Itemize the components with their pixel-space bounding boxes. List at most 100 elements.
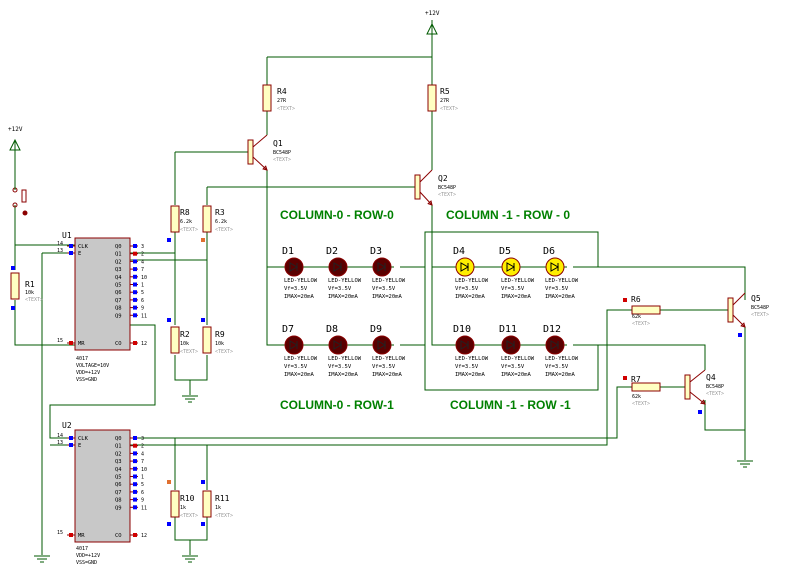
led-imax: IMAX=20mA xyxy=(372,372,402,378)
led-type: LED-YELLOW xyxy=(284,356,318,362)
switch-contact-b[interactable] xyxy=(12,202,18,208)
r8-name: R8 xyxy=(180,208,190,217)
wire-q1-row1 xyxy=(266,267,285,346)
resistor-r7[interactable] xyxy=(631,382,661,392)
pin-state xyxy=(69,244,73,248)
heading-column0-row1: COLUMN-0 - ROW-1 xyxy=(280,398,394,412)
pin-label: CO xyxy=(115,533,122,539)
pin-label: Q3 xyxy=(115,459,122,465)
u1-voltage: VOLTAGE=10V xyxy=(76,363,109,369)
led-name: D2 xyxy=(326,246,338,257)
pin-label: Q3 xyxy=(115,267,122,273)
pin-label: Q6 xyxy=(115,290,122,296)
switch-knob[interactable] xyxy=(22,210,28,216)
resistor-r2[interactable] xyxy=(170,326,180,354)
q5-name: Q5 xyxy=(751,294,761,303)
pin-number: 5 xyxy=(141,290,144,296)
marker-r1-top xyxy=(11,266,15,270)
pin-number: 2 xyxy=(141,252,144,258)
pin-label: Q8 xyxy=(115,498,122,504)
r5-name: R5 xyxy=(440,87,450,96)
pin-label: CLK xyxy=(78,436,89,442)
led-imax: IMAX=20mA xyxy=(501,294,531,300)
marker-r7 xyxy=(623,376,627,380)
resistor-r3[interactable] xyxy=(202,205,212,233)
transistor-q1[interactable] xyxy=(247,134,268,171)
pin-number: 1 xyxy=(141,283,144,289)
r2-value: 10k xyxy=(180,341,189,347)
pin-label: Q4 xyxy=(115,275,122,281)
u1-part: 4017 xyxy=(76,356,88,362)
pin-number: 1 xyxy=(141,475,144,481)
pin-label: Q1 xyxy=(115,444,122,450)
r1-text: <TEXT> xyxy=(25,297,43,303)
pin-state xyxy=(133,489,137,494)
r11-name: R11 xyxy=(215,494,230,503)
r9-name: R9 xyxy=(215,330,225,339)
resistor-r6[interactable] xyxy=(631,305,661,315)
led-vf: Vf=3.5V xyxy=(501,364,525,370)
u1-vss: VSS=GND xyxy=(76,377,97,383)
marker-r1-bottom xyxy=(11,306,15,310)
led-vf: Vf=3.5V xyxy=(372,286,396,292)
led-name: D12 xyxy=(543,324,561,335)
led-imax: IMAX=20mA xyxy=(545,372,575,378)
led-type: LED-YELLOW xyxy=(545,278,579,284)
led-name: D4 xyxy=(453,246,465,257)
pin-number: 6 xyxy=(141,298,144,304)
wire-row1-col1 xyxy=(400,344,599,391)
resistor-r1[interactable] xyxy=(10,272,20,300)
u2-part: 4017 xyxy=(76,546,88,552)
ground-enable xyxy=(34,555,50,563)
pin-state xyxy=(133,443,137,448)
switch-lever[interactable] xyxy=(21,189,27,203)
r9-text: <TEXT> xyxy=(215,349,233,355)
led-imax: IMAX=20mA xyxy=(545,294,575,300)
pin-state xyxy=(133,474,137,479)
resistor-r8[interactable] xyxy=(170,205,180,233)
resistor-r5[interactable] xyxy=(427,84,437,112)
led-imax: IMAX=20mA xyxy=(501,372,531,378)
parts: D1LED-YELLOWVf=3.5VIMAX=20mAD2LED-YELLOW… xyxy=(10,84,753,563)
pin-number: 11 xyxy=(141,505,147,511)
pin-label: Q7 xyxy=(115,490,122,496)
q5-model: BC548P xyxy=(751,305,769,311)
transistor-q4[interactable] xyxy=(684,369,706,405)
pin-label: Q9 xyxy=(115,505,122,511)
marker-r6 xyxy=(623,298,627,302)
pin-number: 9 xyxy=(141,498,144,504)
led-name: D8 xyxy=(326,324,338,335)
pin-number: 2 xyxy=(141,444,144,450)
pin-number: 3 xyxy=(141,436,144,442)
u2-vss: VSS=GND xyxy=(76,560,97,566)
pin-state xyxy=(69,436,73,440)
led-vf: Vf=3.5V xyxy=(501,286,525,292)
resistor-r9[interactable] xyxy=(202,326,212,354)
marker-r2 xyxy=(167,318,171,322)
resistor-r11[interactable] xyxy=(202,490,212,518)
pin-number: 10 xyxy=(141,275,147,281)
resistor-r4[interactable] xyxy=(262,84,272,112)
transistor-q5[interactable] xyxy=(727,292,746,328)
resistor-r10[interactable] xyxy=(170,490,180,518)
pin-state xyxy=(133,533,137,537)
led-vf: Vf=3.5V xyxy=(284,286,308,292)
led-type: LED-YELLOW xyxy=(372,356,406,362)
transistor-q2[interactable] xyxy=(414,169,433,206)
pin-label: Q7 xyxy=(115,298,122,304)
r2-name: R2 xyxy=(180,330,190,339)
led-name: D9 xyxy=(370,324,382,335)
